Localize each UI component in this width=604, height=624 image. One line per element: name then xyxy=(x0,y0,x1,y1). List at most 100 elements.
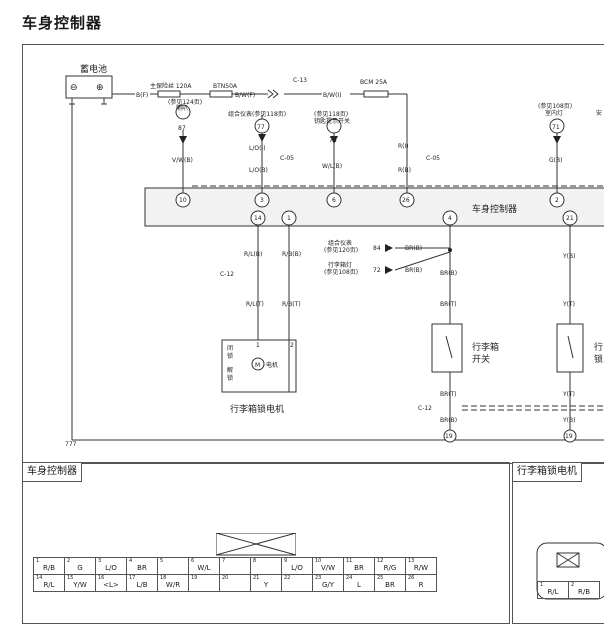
pin-wire-color xyxy=(220,590,250,591)
trunk-lamp-arrow-icon xyxy=(385,266,393,274)
pin-cell: 19 xyxy=(188,574,220,592)
key-num: 78 xyxy=(329,137,337,144)
wire-brb1: BR(B) xyxy=(405,245,422,252)
ground-symbol: 777 xyxy=(65,441,77,448)
main-fuse-label: 主保险丝 120A xyxy=(150,82,192,90)
pin-cell: 22 xyxy=(281,574,313,592)
pin-wire-color: R/B xyxy=(577,588,591,596)
wiring-diagram: 蓄电池 ⊖ ⊕ B(F) 主保险丝 120A BTN50A B/W(F) C-1… xyxy=(65,63,604,448)
motor-pin2: 2 xyxy=(290,342,294,349)
pin-wire-color: R/G xyxy=(383,564,397,572)
motor-unlock-b: 锁 xyxy=(227,374,233,382)
main-fuse-symbol xyxy=(157,90,181,98)
combo-arrow-icon xyxy=(258,134,266,142)
pin-wire-color: L/O xyxy=(291,564,303,572)
horn-ref: (参见124页) xyxy=(168,98,202,106)
pin-number: 5 xyxy=(160,558,164,564)
pin-cell: 16<L> xyxy=(95,574,127,592)
c13-label: C-13 xyxy=(293,77,307,84)
room-label: 室内灯 xyxy=(545,109,563,117)
pin-bottom-3: 21 xyxy=(566,215,574,222)
wire-brb3: BR(B) xyxy=(440,270,457,277)
c05b-label: C-05 xyxy=(426,155,440,162)
motor-m: M xyxy=(255,362,260,369)
trunk-cut-box xyxy=(556,323,584,373)
pin-number: 24 xyxy=(346,575,353,581)
pin-number: 10 xyxy=(315,558,322,564)
page-title: 车身控制器 xyxy=(22,14,103,32)
motor-label: 电机 xyxy=(266,361,278,369)
pin-number: 16 xyxy=(98,575,105,581)
pin-wire-color: R/L xyxy=(547,588,559,596)
bcm-label: 车身控制器 xyxy=(472,203,517,215)
wire-brt1: BR(T) xyxy=(440,301,457,308)
diagram-frame xyxy=(22,44,604,464)
pin-wire-color: W/L xyxy=(197,564,211,572)
pin-top-2: 6 xyxy=(332,197,336,204)
pin-top-4: 2 xyxy=(555,197,559,204)
pin-wire-color: W/R xyxy=(165,581,181,589)
key-label: 钥匙提示开关 xyxy=(314,117,350,125)
pin-cell: 5 xyxy=(157,557,189,575)
pin-number: 23 xyxy=(315,575,322,581)
trunk-cut-line1: 行 xyxy=(594,341,603,353)
key-ref: (参见118页) xyxy=(314,110,348,118)
pin-number: 8 xyxy=(253,558,257,564)
pin-number: 4 xyxy=(129,558,133,564)
bcm-fuse-symbol xyxy=(363,90,389,98)
trunk-motor-panel-title: 行李箱锁电机 xyxy=(513,463,582,482)
bcm-panel-title: 车身控制器 xyxy=(23,463,82,482)
pin-number: 2 xyxy=(571,582,575,588)
room-ref: (参见108页) xyxy=(538,102,572,110)
wire-bf: B(F) xyxy=(136,92,148,99)
pin-number: 17 xyxy=(129,575,136,581)
wire-yb: Y(B) xyxy=(562,253,575,260)
pin-wire-color: R/W xyxy=(413,564,429,572)
pin-wire-color: V/W xyxy=(320,564,336,572)
bcm-connector-tab xyxy=(216,533,296,556)
pin-number: 19 xyxy=(191,575,198,581)
pin-bottom-0: 14 xyxy=(254,215,262,222)
c12a-label: C-12 xyxy=(220,271,234,278)
pin-number: 13 xyxy=(408,558,415,564)
c05a-label: C-05 xyxy=(280,155,294,162)
motor-unlock-a: 解 xyxy=(227,366,233,374)
wire-vwb: V/W(B) xyxy=(172,157,193,164)
horn-num: 87 xyxy=(178,125,186,132)
pin-number: 1 xyxy=(36,558,40,564)
combo-num: 77 xyxy=(257,124,265,131)
pin-wire-color: Y/W xyxy=(73,581,87,589)
wire-brb4: BR(B) xyxy=(440,417,457,424)
cut-char: 安 xyxy=(596,109,602,117)
pin-cell: 7 xyxy=(219,557,251,575)
pin-wire-color: L xyxy=(357,581,361,589)
motor-pin1: 1 xyxy=(256,342,260,349)
ground-pin-0: 19 xyxy=(445,433,453,440)
wire-ri: R(I) xyxy=(398,143,409,150)
key-arrow-icon xyxy=(330,136,338,144)
pin-cell: 8 xyxy=(250,557,282,575)
pin-wire-color xyxy=(189,590,219,591)
pin-cell: 20 xyxy=(219,574,251,592)
pin-wire-color: R xyxy=(418,581,424,589)
pin-number: 2 xyxy=(67,558,71,564)
trunk-lock-motor-box xyxy=(221,339,297,393)
room-arrow-icon xyxy=(553,136,561,144)
pin-top-1: 3 xyxy=(260,197,264,204)
pin-number: 6 xyxy=(191,558,195,564)
pin-wire-color xyxy=(282,590,312,591)
wire-loi: L/O(I) xyxy=(249,145,266,152)
combo2-line2: (参见120页) xyxy=(324,246,358,254)
